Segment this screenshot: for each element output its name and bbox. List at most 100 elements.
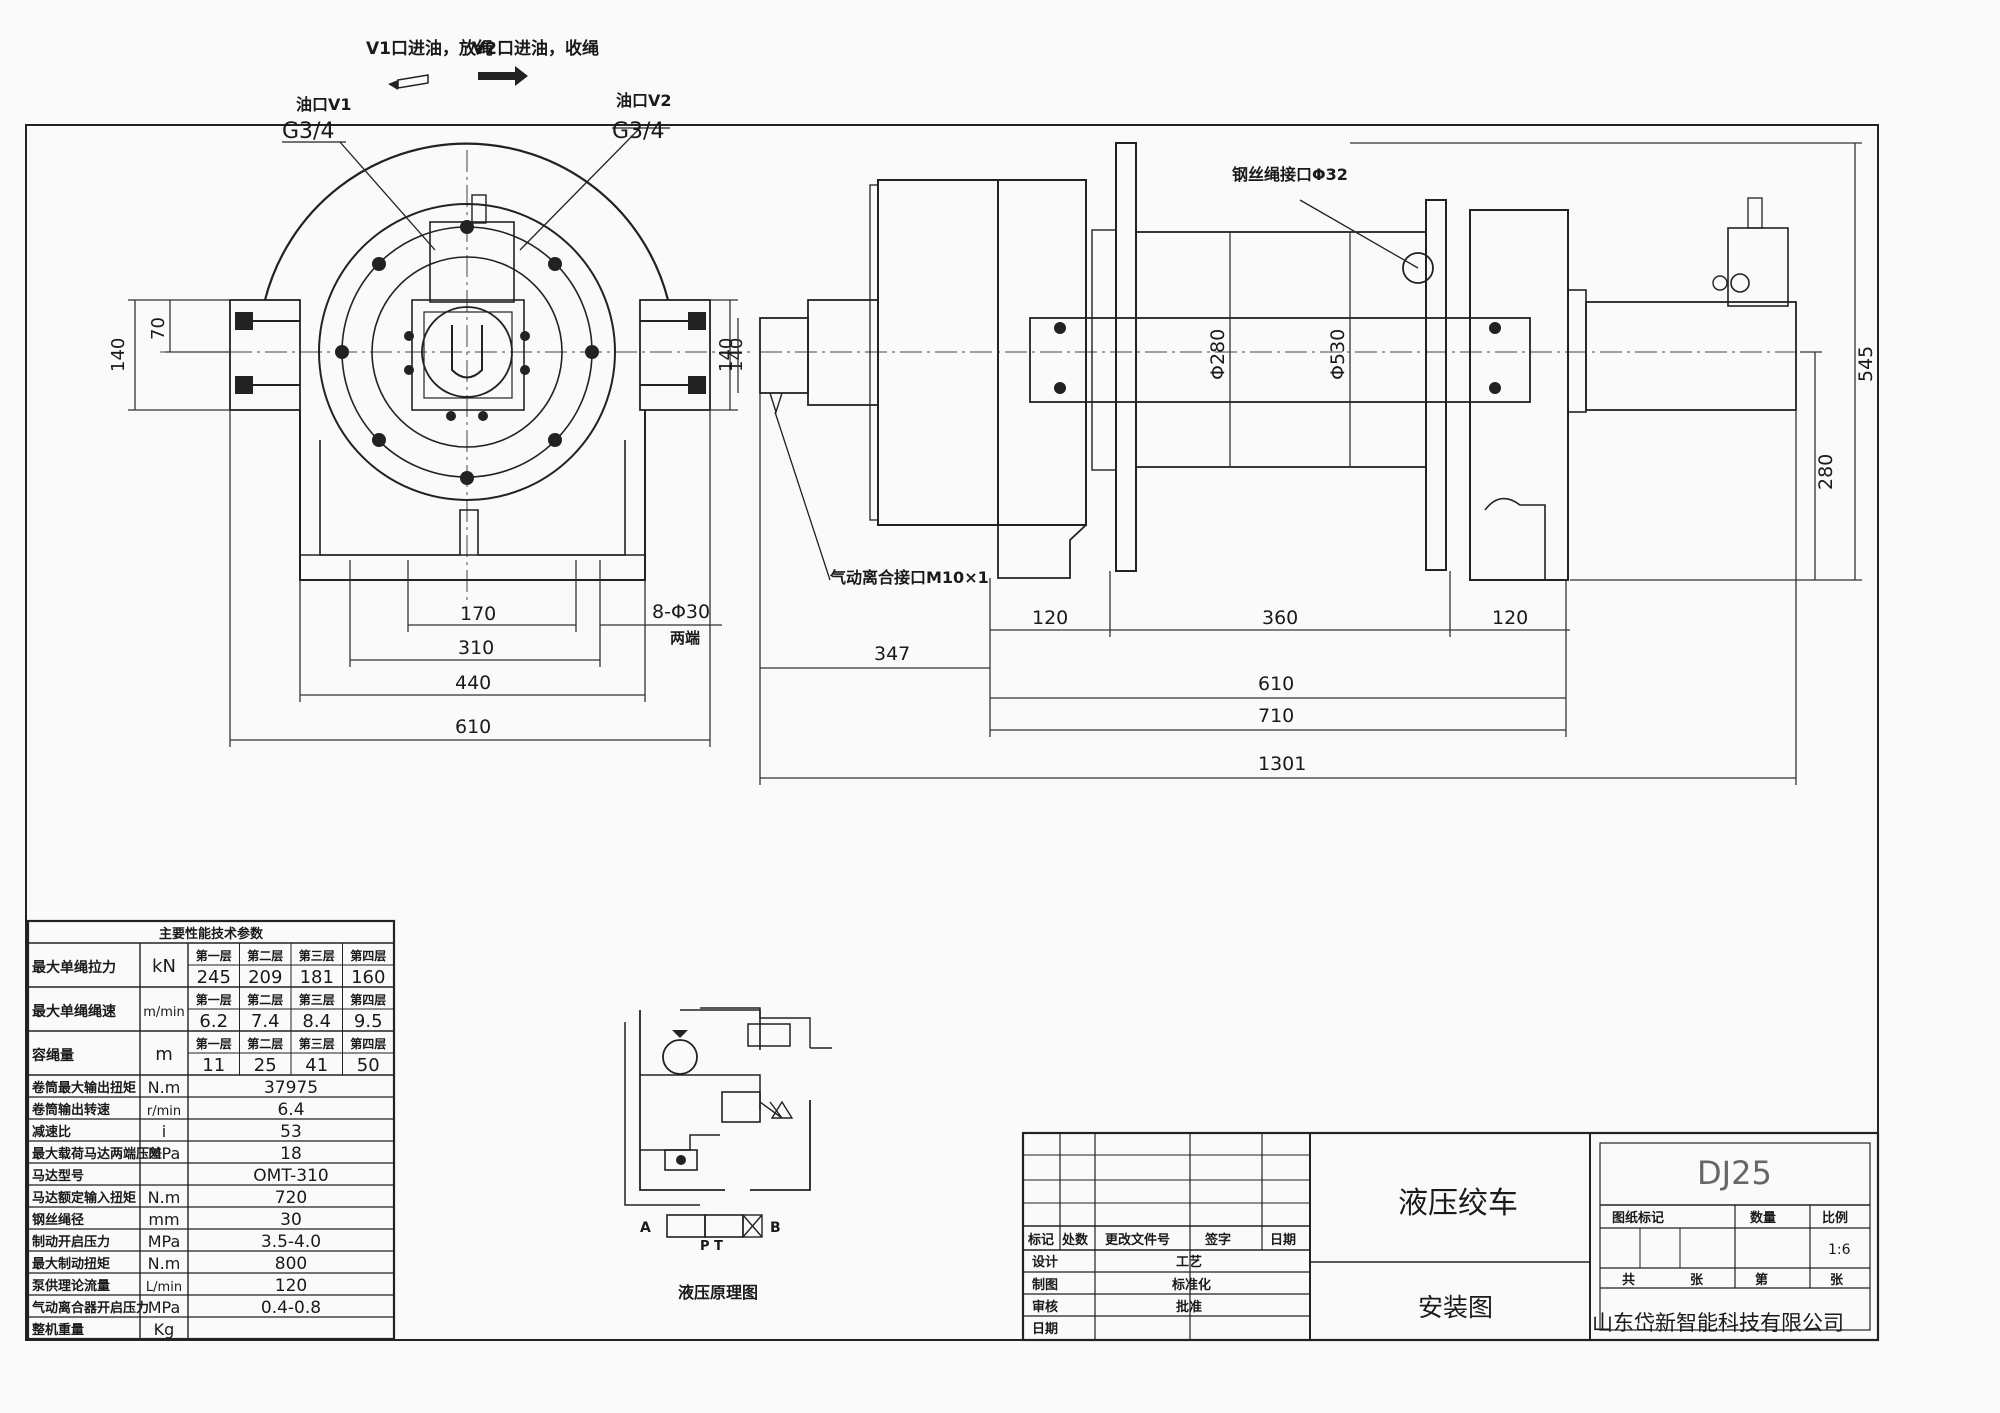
- sign-review: 审核: [1032, 1299, 1058, 1315]
- param-layer-value: 209: [248, 967, 282, 988]
- oil-port-v1-label: 油口V1: [296, 95, 352, 114]
- param-unit: m/min: [143, 1005, 185, 1020]
- rev-header-mark: 标记: [1027, 1232, 1054, 1248]
- param-value: OMT-310: [253, 1166, 328, 1186]
- dim-front-70: 70: [148, 317, 169, 340]
- param-label: 最大单绳绳速: [32, 1003, 116, 1020]
- param-unit: MPa: [148, 1232, 181, 1251]
- drawing-name: 安装图: [1418, 1293, 1493, 1322]
- param-value: 30: [280, 1210, 302, 1230]
- layer-header: 第三层: [299, 992, 335, 1007]
- dim-side-120-right: 120: [1492, 607, 1528, 629]
- port-v1-flow-label: V1口进油，放绳: [366, 38, 493, 59]
- rev-header-sign: 签字: [1204, 1232, 1231, 1248]
- param-layer-value: 8.4: [302, 1011, 331, 1032]
- param-value: 3.5-4.0: [261, 1232, 321, 1252]
- schematic-port-a: A: [640, 1220, 651, 1236]
- param-layer-value: 6.2: [199, 1011, 228, 1032]
- param-unit: N.m: [148, 1254, 181, 1273]
- dim-side-610: 610: [1258, 673, 1294, 695]
- side-view-labels: 钢丝绳接口Φ32 气动离合接口M10×1 140 Φ280 Φ530 545 2…: [716, 165, 1877, 775]
- dim-side-545: 545: [1855, 346, 1877, 382]
- param-value: 0.4-0.8: [261, 1298, 321, 1318]
- param-value: 37975: [264, 1078, 318, 1098]
- dim-side-710: 710: [1258, 705, 1294, 727]
- param-value: 720: [275, 1188, 307, 1208]
- info-header-scale: 比例: [1822, 1210, 1848, 1226]
- param-label: 减速比: [32, 1124, 71, 1140]
- title-block: [1021, 1131, 1880, 1342]
- rev-header-doc: 更改文件号: [1105, 1232, 1170, 1248]
- param-label: 马达型号: [32, 1168, 84, 1184]
- dim-side-1301: 1301: [1258, 753, 1306, 775]
- rope-port-label: 钢丝绳接口Φ32: [1232, 165, 1348, 184]
- dim-front-holes: 8-Φ30: [652, 601, 710, 623]
- port-v2-flow-label: V2口进油，收绳: [472, 38, 599, 59]
- param-value: 6.4: [277, 1100, 304, 1120]
- layer-header: 第三层: [299, 948, 335, 963]
- param-value: 53: [280, 1122, 302, 1142]
- layer-header: 第一层: [196, 992, 232, 1007]
- param-unit: MPa: [148, 1298, 181, 1317]
- layer-header: 第二层: [247, 1036, 283, 1051]
- param-unit: r/min: [147, 1104, 181, 1119]
- sheets-total: 共: [1622, 1272, 1635, 1288]
- side-view: [737, 142, 1862, 785]
- scale-value: 1:6: [1828, 1242, 1851, 1258]
- param-unit: L/min: [146, 1280, 182, 1295]
- param-value: 18: [280, 1144, 302, 1164]
- param-layer-value: 11: [202, 1055, 225, 1076]
- sign-standard: 标准化: [1171, 1277, 1211, 1293]
- dim-side-120-left: 120: [1032, 607, 1068, 629]
- layer-header: 第四层: [350, 1036, 386, 1051]
- sheets-total-unit: 张: [1690, 1273, 1704, 1288]
- param-label: 钢丝绳径: [32, 1212, 84, 1228]
- param-unit: N.m: [148, 1188, 181, 1207]
- dim-front-310: 310: [458, 637, 494, 659]
- schematic-caption: 液压原理图: [678, 1283, 758, 1302]
- param-unit: N.m: [148, 1078, 181, 1097]
- schematic-port-pt: P T: [700, 1239, 723, 1254]
- dim-side-d530: Φ530: [1327, 329, 1349, 380]
- sign-process: 工艺: [1176, 1254, 1202, 1270]
- dim-front-440: 440: [455, 672, 491, 694]
- schematic-port-b: B: [770, 1220, 781, 1236]
- param-value: 800: [275, 1254, 307, 1274]
- sheet-no: 第: [1755, 1272, 1768, 1288]
- layer-header: 第三层: [299, 1036, 335, 1051]
- dim-front-140-right: 140: [726, 338, 747, 372]
- param-unit: mm: [148, 1210, 179, 1229]
- sign-approve: 批准: [1176, 1299, 1202, 1315]
- param-label: 泵供理论流量: [32, 1278, 110, 1294]
- param-layer-value: 181: [300, 967, 334, 988]
- param-label: 卷筒输出转速: [32, 1102, 110, 1118]
- layer-header: 第四层: [350, 948, 386, 963]
- param-layer-value: 160: [351, 967, 385, 988]
- param-unit: MPa: [148, 1144, 181, 1163]
- layer-header: 第一层: [196, 1036, 232, 1051]
- sheet-no-unit: 张: [1830, 1273, 1844, 1288]
- title-block-text: 液压绞车 安装图 DJ25 图纸标记 数量 比例 1:6 共 张 第 张 山东岱…: [1027, 1154, 1851, 1337]
- hydraulic-schematic: [624, 1007, 832, 1238]
- rev-header-count: 处数: [1061, 1232, 1089, 1248]
- param-layer-value: 50: [357, 1055, 380, 1076]
- param-table-title: 主要性能技术参数: [159, 926, 264, 942]
- dim-front-610: 610: [455, 716, 491, 738]
- oil-port-v2-thread: G3/4: [612, 119, 664, 144]
- layer-header: 第四层: [350, 992, 386, 1007]
- dim-side-d280: Φ280: [1207, 329, 1229, 380]
- param-layer-value: 9.5: [354, 1011, 383, 1032]
- dim-front-holes-note: 两端: [670, 629, 700, 647]
- dim-side-280: 280: [1815, 454, 1837, 490]
- sign-design: 设计: [1032, 1254, 1058, 1270]
- oil-port-v1-thread: G3/4: [282, 119, 334, 144]
- param-label: 马达额定输入扭矩: [32, 1190, 136, 1206]
- rev-header-date: 日期: [1270, 1233, 1296, 1248]
- param-label: 容绳量: [31, 1047, 74, 1064]
- param-label: 卷筒最大输出扭矩: [32, 1080, 136, 1096]
- param-label: 最大载荷马达两端压差: [32, 1146, 162, 1162]
- layer-header: 第一层: [196, 948, 232, 963]
